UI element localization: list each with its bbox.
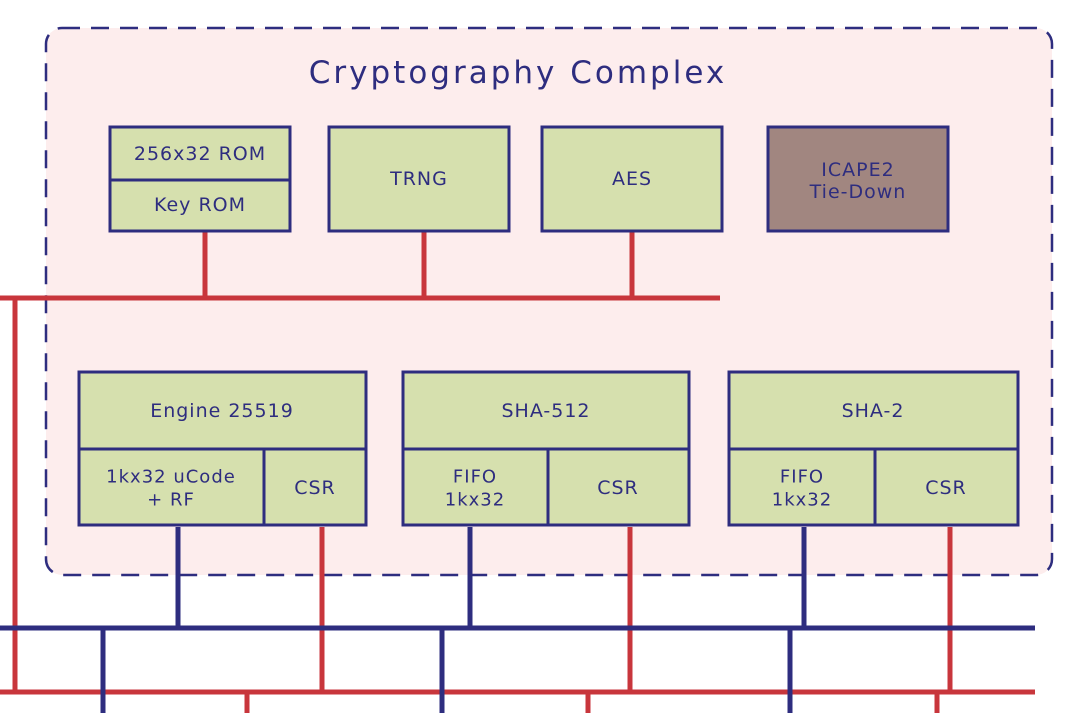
trng-label: TRNG bbox=[389, 168, 448, 190]
tie-down-label: Tie-Down bbox=[809, 181, 907, 203]
sha-512-block: SHA-512 FIFO 1kx32 CSR bbox=[401, 370, 691, 527]
icape2-block: ICAPE2 Tie-Down bbox=[766, 125, 950, 233]
engine-25519-block: Engine 25519 1kx32 uCode + RF CSR bbox=[77, 370, 368, 527]
key-rom-label: Key ROM bbox=[154, 194, 246, 216]
sha-2-fifo-size-label: 1kx32 bbox=[772, 490, 832, 511]
engine-ucode-label: 1kx32 uCode bbox=[106, 467, 236, 488]
aes-block: AES bbox=[540, 125, 724, 233]
engine-csr-label: CSR bbox=[294, 477, 336, 499]
rom-size-label: 256x32 ROM bbox=[134, 143, 266, 165]
sha-512-header: SHA-512 bbox=[501, 400, 590, 422]
sha-2-block: SHA-2 FIFO 1kx32 CSR bbox=[727, 370, 1020, 527]
complex-title: Cryptography Complex bbox=[309, 55, 727, 91]
sha-2-fifo-label: FIFO bbox=[780, 467, 824, 488]
sha-512-csr-label: CSR bbox=[597, 477, 639, 499]
aes-label: AES bbox=[612, 168, 652, 190]
engine-25519-header: Engine 25519 bbox=[150, 400, 294, 422]
sha-512-fifo-label: FIFO bbox=[453, 467, 497, 488]
sha-512-fifo-size-label: 1kx32 bbox=[445, 490, 505, 511]
blue-bus-wires bbox=[0, 527, 1035, 713]
sha-2-header: SHA-2 bbox=[842, 400, 905, 422]
red-bus-wires bbox=[0, 232, 1035, 713]
icape2-label: ICAPE2 bbox=[821, 159, 894, 181]
trng-block: TRNG bbox=[327, 125, 511, 233]
engine-rf-label: + RF bbox=[147, 490, 195, 511]
rom-block: 256x32 ROM Key ROM bbox=[108, 125, 292, 233]
sha-2-csr-label: CSR bbox=[925, 477, 967, 499]
